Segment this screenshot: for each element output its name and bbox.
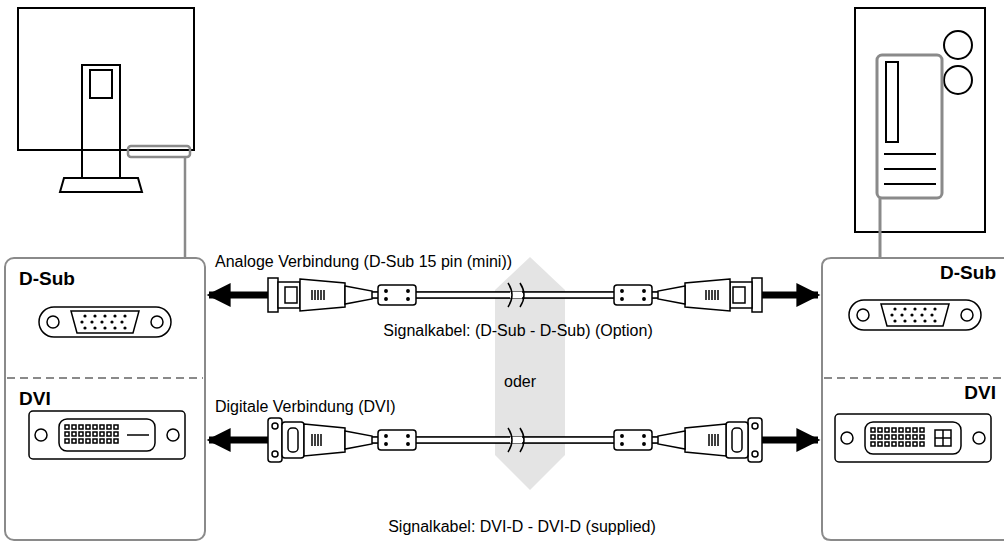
connector-section: DVI: [822, 378, 1004, 540]
dvi-port: [29, 411, 185, 459]
connector-section: D-Sub: [5, 258, 205, 378]
port-name: DVI: [964, 382, 996, 404]
dsub-port: [39, 307, 171, 337]
connector-section: D-Sub: [822, 258, 1004, 378]
port-highlight: [128, 146, 190, 258]
caption-label: oder: [504, 373, 536, 391]
cable: [370, 283, 660, 307]
cable: [370, 428, 660, 452]
caption-label: Signalkabel: DVI-D - DVI-D (supplied): [388, 518, 656, 536]
dsub-plug: [268, 278, 416, 312]
port-name: D-Sub: [19, 268, 75, 290]
caption-label: Signalkabel: (D-Sub - D-Sub) (Option): [383, 322, 652, 340]
computer: [855, 8, 985, 232]
caption-label: Digitale Verbindung (DVI): [215, 398, 396, 416]
dsub-plug: [614, 278, 762, 312]
connector-panel: [5, 258, 1004, 540]
dvi-plug: [268, 418, 416, 462]
caption-label: Analoge Verbindung (D-Sub 15 pin (mini)): [215, 253, 512, 271]
dvi-plug: [614, 418, 762, 462]
port-highlight: [877, 55, 942, 258]
port-name: DVI: [19, 388, 51, 410]
port-name: D-Sub: [940, 262, 996, 284]
connector-section: DVI: [5, 378, 205, 540]
dvi-port: [835, 414, 991, 462]
monitor: [18, 8, 194, 192]
dsub-port: [849, 300, 981, 330]
port-icons: [29, 300, 991, 462]
